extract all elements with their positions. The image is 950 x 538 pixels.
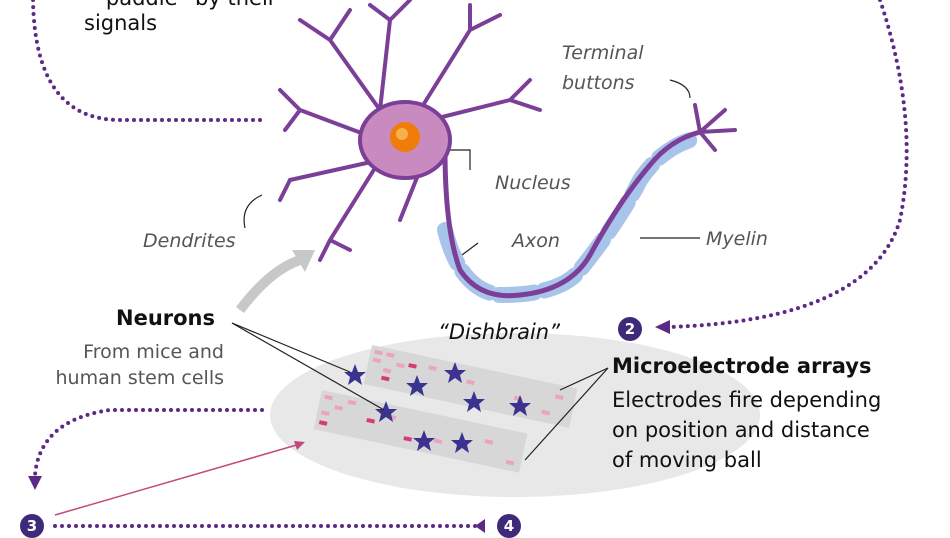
gray-arrow <box>236 255 302 314</box>
label-axon: Axon <box>512 230 560 252</box>
step-badge-4: 4 <box>497 514 521 538</box>
star <box>413 430 435 451</box>
dotted-arrow-right <box>668 0 909 329</box>
label-terminal-buttons-2: buttons <box>562 72 635 94</box>
label-terminal-buttons-1: Terminal <box>562 42 644 64</box>
top-text-line2: signals <box>84 11 158 35</box>
neurons-title: Neurons <box>116 306 216 330</box>
star <box>344 364 366 385</box>
star <box>451 432 473 453</box>
star <box>509 395 531 416</box>
pink-arrow <box>54 443 301 516</box>
star <box>375 401 397 422</box>
arrays-desc-2: on position and distance <box>612 418 870 442</box>
neuron-stars <box>344 362 531 453</box>
star <box>463 391 485 412</box>
neurons-subtitle-1: From mice and <box>83 341 224 363</box>
star <box>406 375 428 396</box>
arrays-desc-1: Electrodes fire depending <box>612 388 882 412</box>
step-badge-3: 3 <box>20 514 44 538</box>
arrowhead-left <box>28 476 42 490</box>
dishbrain-label: “Dishbrain” <box>438 320 560 344</box>
star <box>444 362 466 383</box>
neurons-subtitle-2: human stem cells <box>55 367 225 389</box>
pointer-lines <box>231 79 700 461</box>
arrays-desc-3: of moving ball <box>612 448 762 472</box>
label-nucleus: Nucleus <box>495 172 571 194</box>
dotted-arrow-top-left <box>31 0 262 122</box>
step-badge-2: 2 <box>618 317 642 341</box>
electrode-array-bottom <box>313 390 528 473</box>
label-dendrites: Dendrites <box>143 230 236 252</box>
neuron <box>278 0 737 304</box>
label-myelin: Myelin <box>706 228 768 250</box>
arrays-title: Microelectrode arrays <box>612 354 872 378</box>
arrowhead-right <box>655 320 670 334</box>
top-text-line1: “paddle” by their <box>95 0 276 11</box>
arrowhead-bottom <box>475 519 485 533</box>
